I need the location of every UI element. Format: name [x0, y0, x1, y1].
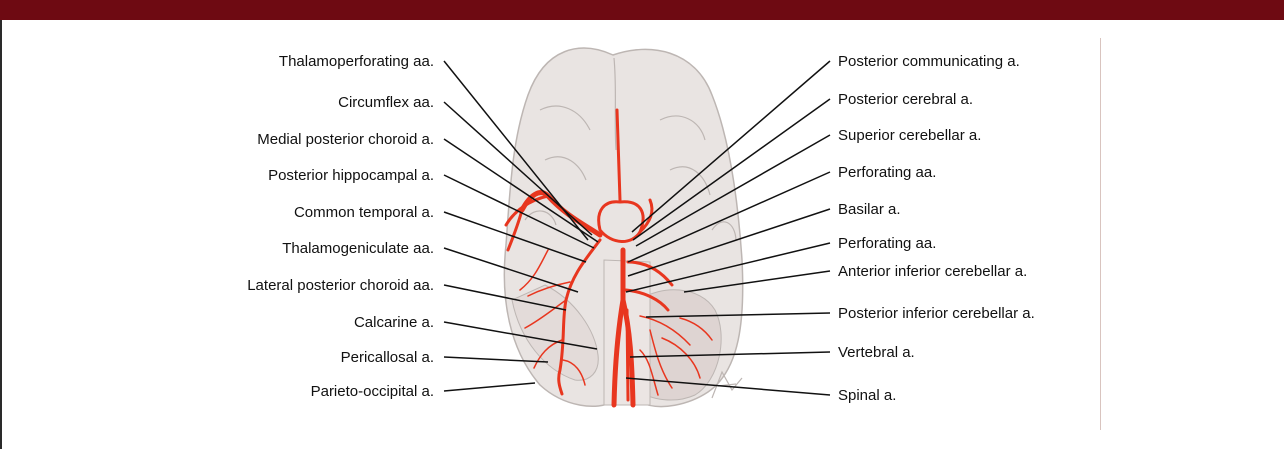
label-perforating-aa-3: Perforating aa.	[838, 164, 936, 181]
label-thalamogeniculate-aa: Thalamogeniculate aa.	[282, 240, 434, 257]
label-medial-posterior-choroid-a: Medial posterior choroid a.	[257, 131, 434, 148]
label-calcarine-a: Calcarine a.	[354, 314, 434, 331]
label-posterior-communicating-a-0: Posterior communicating a.	[838, 53, 1020, 70]
label-superior-cerebellar-a-2: Superior cerebellar a.	[838, 127, 981, 144]
label-pericallosal-a: Pericallosal a.	[341, 349, 434, 366]
leader-parieto-occipital-a	[444, 383, 535, 391]
right-labels: Posterior communicating a. Posterior cere…	[838, 53, 1035, 404]
label-common-temporal-a: Common temporal a.	[294, 204, 434, 221]
spinal-artery	[627, 310, 628, 400]
label-lateral-posterior-choroid-aa: Lateral posterior choroid aa.	[247, 277, 434, 294]
label-posterior-inferior-cerebellar-a-7: Posterior inferior cerebellar a.	[838, 305, 1035, 322]
label-spinal-a-9: Spinal a.	[838, 387, 896, 404]
left-labels: Thalamoperforating aa. Circumflex aa. Medi…	[247, 53, 434, 400]
label-posterior-hippocampal-a: Posterior hippocampal a.	[268, 167, 434, 184]
label-vertebral-a-8: Vertebral a.	[838, 344, 915, 361]
label-basilar-a-4: Basilar a.	[838, 201, 901, 218]
label-anterior-inferior-cerebellar-a-6: Anterior inferior cerebellar a.	[838, 263, 1027, 280]
label-circumflex-aa: Circumflex aa.	[338, 94, 434, 111]
label-perforating-aa-5: Perforating aa.	[838, 235, 936, 252]
label-parieto-occipital-a: Parieto-occipital a.	[311, 383, 434, 400]
label-posterior-cerebral-a-1: Posterior cerebral a.	[838, 91, 973, 108]
label-thalamoperforating-aa: Thalamoperforating aa.	[279, 53, 434, 70]
